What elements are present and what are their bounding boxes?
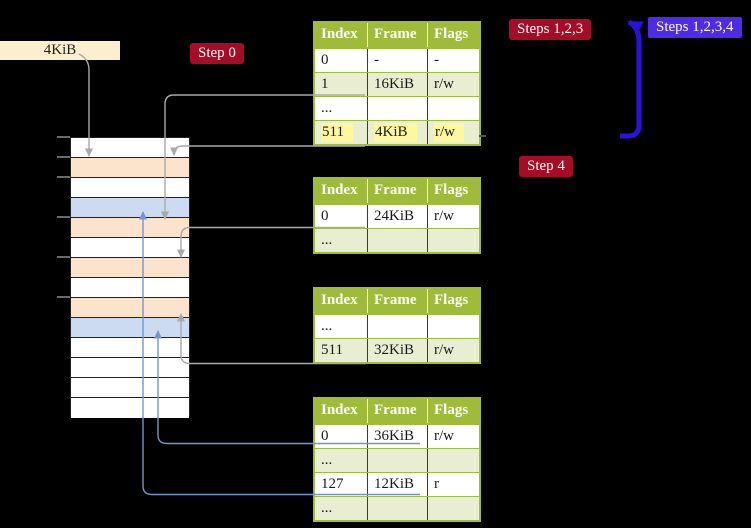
cell-frame bbox=[367, 228, 428, 254]
cell-index: 511 bbox=[314, 338, 368, 364]
highlight: 4KiB bbox=[374, 123, 417, 142]
cell-index: 1 bbox=[314, 72, 368, 97]
cell-frame bbox=[367, 448, 428, 473]
highlight: 511 bbox=[321, 123, 353, 142]
table-row: 511 32KiB r/w bbox=[314, 338, 480, 364]
column-header: Index bbox=[314, 178, 368, 205]
table-row-highlighted: 511 4KiB r/w bbox=[314, 120, 480, 146]
cell-frame: 16KiB bbox=[367, 72, 428, 97]
step4-badge: Step 4 bbox=[519, 156, 573, 177]
cell-flags bbox=[427, 228, 480, 254]
page-table-4: Index Frame Flags 0 36KiB r/w ... 127 12… bbox=[313, 397, 481, 522]
cell-index: ... bbox=[314, 314, 368, 339]
steps1234-badge: Steps 1,2,3,4 bbox=[648, 17, 742, 38]
cell-flags bbox=[427, 448, 480, 473]
steps123-badge: Steps 1,2,3 bbox=[509, 19, 592, 40]
cell-index: ... bbox=[314, 96, 368, 121]
cell-index: ... bbox=[314, 448, 368, 473]
cell-index: 0 bbox=[314, 204, 368, 229]
memory-row bbox=[71, 378, 189, 398]
cell-index: 511 bbox=[314, 120, 368, 146]
memory-row bbox=[71, 178, 189, 198]
table-row: 127 12KiB r bbox=[314, 472, 480, 497]
column-header: Flags bbox=[427, 178, 480, 205]
cell-flags: r/w bbox=[427, 424, 480, 449]
cell-frame: 24KiB bbox=[367, 204, 428, 229]
column-header: Flags bbox=[427, 398, 480, 425]
cell-flags bbox=[427, 96, 480, 121]
table-header-row: Index Frame Flags bbox=[314, 288, 480, 315]
cell-flags: r bbox=[427, 472, 480, 497]
column-header: Index bbox=[314, 22, 368, 49]
cell-index: 0 bbox=[314, 48, 368, 73]
table-row: 0 36KiB r/w bbox=[314, 424, 480, 449]
highlight: r/w bbox=[434, 123, 464, 142]
memory-row bbox=[71, 298, 189, 318]
arrow-t1-511-to-frame-4kib bbox=[170, 145, 365, 156]
table-row: ... bbox=[314, 448, 480, 473]
cell-frame: 12KiB bbox=[367, 472, 428, 497]
cell-flags: r/w bbox=[427, 204, 480, 229]
page-table-3: Index Frame Flags ... 511 32KiB r/w bbox=[313, 287, 481, 364]
column-header: Flags bbox=[427, 22, 480, 49]
page-table-2: Index Frame Flags 0 24KiB r/w ... bbox=[313, 177, 481, 254]
column-header: Frame bbox=[367, 288, 428, 315]
column-header: Frame bbox=[367, 22, 428, 49]
frame-size-box: 4KiB bbox=[0, 41, 120, 60]
memory-address-ticks bbox=[57, 136, 70, 298]
step0-badge: Step 0 bbox=[190, 43, 244, 64]
frame-size-label: 4KiB bbox=[43, 42, 77, 58]
memory-row bbox=[71, 158, 189, 178]
cell-flags bbox=[427, 314, 480, 339]
memory-row bbox=[71, 398, 189, 418]
cell-flags: r/w bbox=[427, 72, 480, 97]
memory-row bbox=[71, 218, 189, 238]
table-row: 0 24KiB r/w bbox=[314, 204, 480, 229]
column-header: Frame bbox=[367, 398, 428, 425]
cell-flags: r/w bbox=[427, 338, 480, 364]
arrow-recursive-loop bbox=[620, 19, 644, 139]
cell-index: ... bbox=[314, 496, 368, 522]
page-table-1: Index Frame Flags 0 - - 1 16KiB r/w ... … bbox=[313, 21, 481, 146]
cell-frame bbox=[367, 96, 428, 121]
memory-row bbox=[71, 278, 189, 298]
column-header: Index bbox=[314, 398, 368, 425]
cell-frame bbox=[367, 314, 428, 339]
physical-memory-column bbox=[70, 137, 190, 418]
cell-flags: r/w bbox=[427, 120, 480, 146]
table-header-row: Index Frame Flags bbox=[314, 22, 480, 49]
memory-row bbox=[71, 338, 189, 358]
memory-row bbox=[71, 358, 189, 378]
cell-frame bbox=[367, 496, 428, 522]
column-header: Index bbox=[314, 288, 368, 315]
cell-flags: - bbox=[427, 48, 480, 73]
table-row: ... bbox=[314, 314, 480, 339]
memory-row bbox=[71, 198, 189, 218]
column-header: Flags bbox=[427, 288, 480, 315]
memory-row bbox=[71, 318, 189, 338]
table-header-row: Index Frame Flags bbox=[314, 178, 480, 205]
cell-index: 0 bbox=[314, 424, 368, 449]
table-header-row: Index Frame Flags bbox=[314, 398, 480, 425]
table-row: ... bbox=[314, 96, 480, 121]
cell-index: 127 bbox=[314, 472, 368, 497]
table-row: ... bbox=[314, 228, 480, 254]
table-row: 1 16KiB r/w bbox=[314, 72, 480, 97]
table-row: ... bbox=[314, 496, 480, 522]
cell-flags bbox=[427, 496, 480, 522]
memory-row bbox=[71, 138, 189, 158]
cell-frame: 32KiB bbox=[367, 338, 428, 364]
table-row: 0 - - bbox=[314, 48, 480, 73]
column-header: Frame bbox=[367, 178, 428, 205]
cell-frame: - bbox=[367, 48, 428, 73]
memory-row bbox=[71, 258, 189, 278]
memory-row bbox=[71, 238, 189, 258]
cell-index: ... bbox=[314, 228, 368, 254]
cell-frame: 36KiB bbox=[367, 424, 428, 449]
cell-frame: 4KiB bbox=[367, 120, 428, 146]
